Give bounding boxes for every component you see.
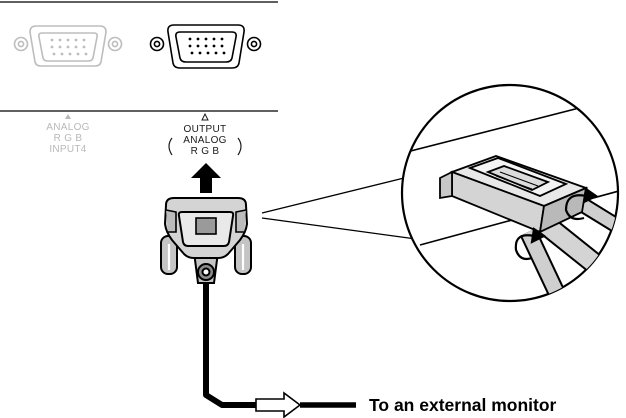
cable-direction-arrow — [255, 391, 302, 418]
thumbscrew-rotate-icon — [514, 187, 599, 261]
rear-panel — [0, 1, 278, 112]
input-port-label: ANALOG R G B INPUT4 — [46, 114, 89, 155]
callout-line-lower — [261, 217, 417, 240]
vga-plug-icon — [160, 197, 252, 284]
callout-line-upper — [261, 177, 405, 214]
input-port-label-line3: INPUT4 — [49, 144, 86, 155]
output-label-paren-right — [237, 137, 242, 156]
vga-port-icon — [149, 24, 262, 69]
input-port-label-line1: ANALOG — [46, 122, 89, 133]
vga-port-icon — [13, 25, 123, 67]
input-port-marker — [65, 114, 71, 119]
output-port-label-line2: ANALOG — [183, 135, 226, 146]
output-port-label-line3: R G B — [191, 146, 220, 157]
input-port-label-line2: R G B — [54, 133, 83, 144]
output-port-marker — [201, 112, 209, 121]
magnified-detail — [400, 83, 620, 303]
up-arrow-icon — [191, 163, 221, 193]
output-port-label-line1: OUTPUT — [184, 124, 227, 135]
monitor-cable — [203, 280, 356, 418]
output-port-label: OUTPUT ANALOG R G B — [168, 112, 242, 157]
zoom-plug-body — [439, 155, 589, 234]
external-monitor-caption: To an external monitor — [369, 395, 557, 415]
output-label-paren-left — [168, 137, 173, 156]
